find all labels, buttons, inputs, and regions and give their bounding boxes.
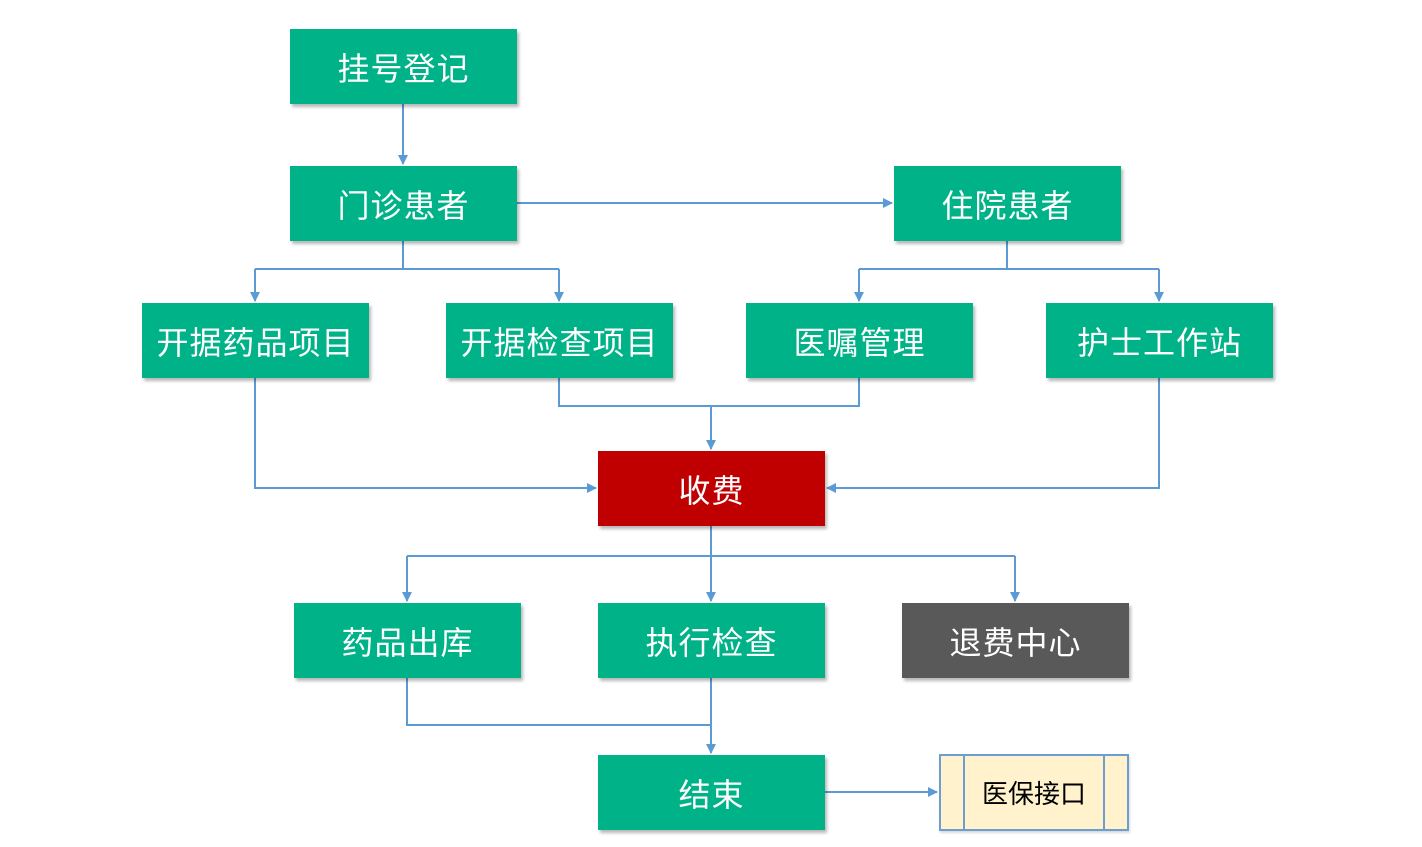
node-outpatient-label: 门诊患者 [337,186,470,225]
node-perform-exam-label: 执行检查 [645,623,778,662]
node-inpatient-label: 住院患者 [941,186,1074,225]
node-registration[interactable]: 挂号登记 [290,29,517,104]
node-drug-dispensing-label: 药品出库 [341,623,474,662]
node-insurance-interface[interactable]: 医保接口 [939,754,1129,831]
connector-inpatient-branch [859,241,1159,270]
node-nurse-station-label: 护士工作站 [1076,323,1242,362]
connector-exams-orders-merge [558,378,860,407]
node-inpatient[interactable]: 住院患者 [894,166,1121,241]
subprocess-right-bar [1103,756,1105,829]
connector-outpatient-branch [255,241,559,270]
node-refund-center-label: 退费中心 [949,623,1082,662]
node-insurance-interface-label: 医保接口 [981,780,1086,810]
node-end-label: 结束 [678,775,745,814]
connector-billing-branch [407,526,1015,557]
node-perform-exam[interactable]: 执行检查 [598,603,825,678]
node-medical-orders-label: 医嘱管理 [793,323,926,362]
subprocess-left-bar [963,756,965,829]
node-prescribe-drugs-label: 开据药品项目 [156,323,355,362]
node-medical-orders[interactable]: 医嘱管理 [746,303,973,378]
node-prescribe-exams[interactable]: 开据检查项目 [446,303,673,378]
node-nurse-station[interactable]: 护士工作站 [1046,303,1273,378]
node-drug-dispensing[interactable]: 药品出库 [294,603,521,678]
node-prescribe-drugs[interactable]: 开据药品项目 [142,303,369,378]
connector-dispensing-merge [406,678,711,726]
node-billing[interactable]: 收费 [598,451,825,526]
node-billing-label: 收费 [678,471,745,510]
connector-drugs-billing [254,378,597,493]
node-prescribe-exams-label: 开据检查项目 [460,323,659,362]
node-end[interactable]: 结束 [598,755,825,830]
node-refund-center[interactable]: 退费中心 [902,603,1129,678]
connector-nurse-billing [826,378,1160,493]
node-outpatient[interactable]: 门诊患者 [290,166,517,241]
node-registration-label: 挂号登记 [337,49,470,88]
